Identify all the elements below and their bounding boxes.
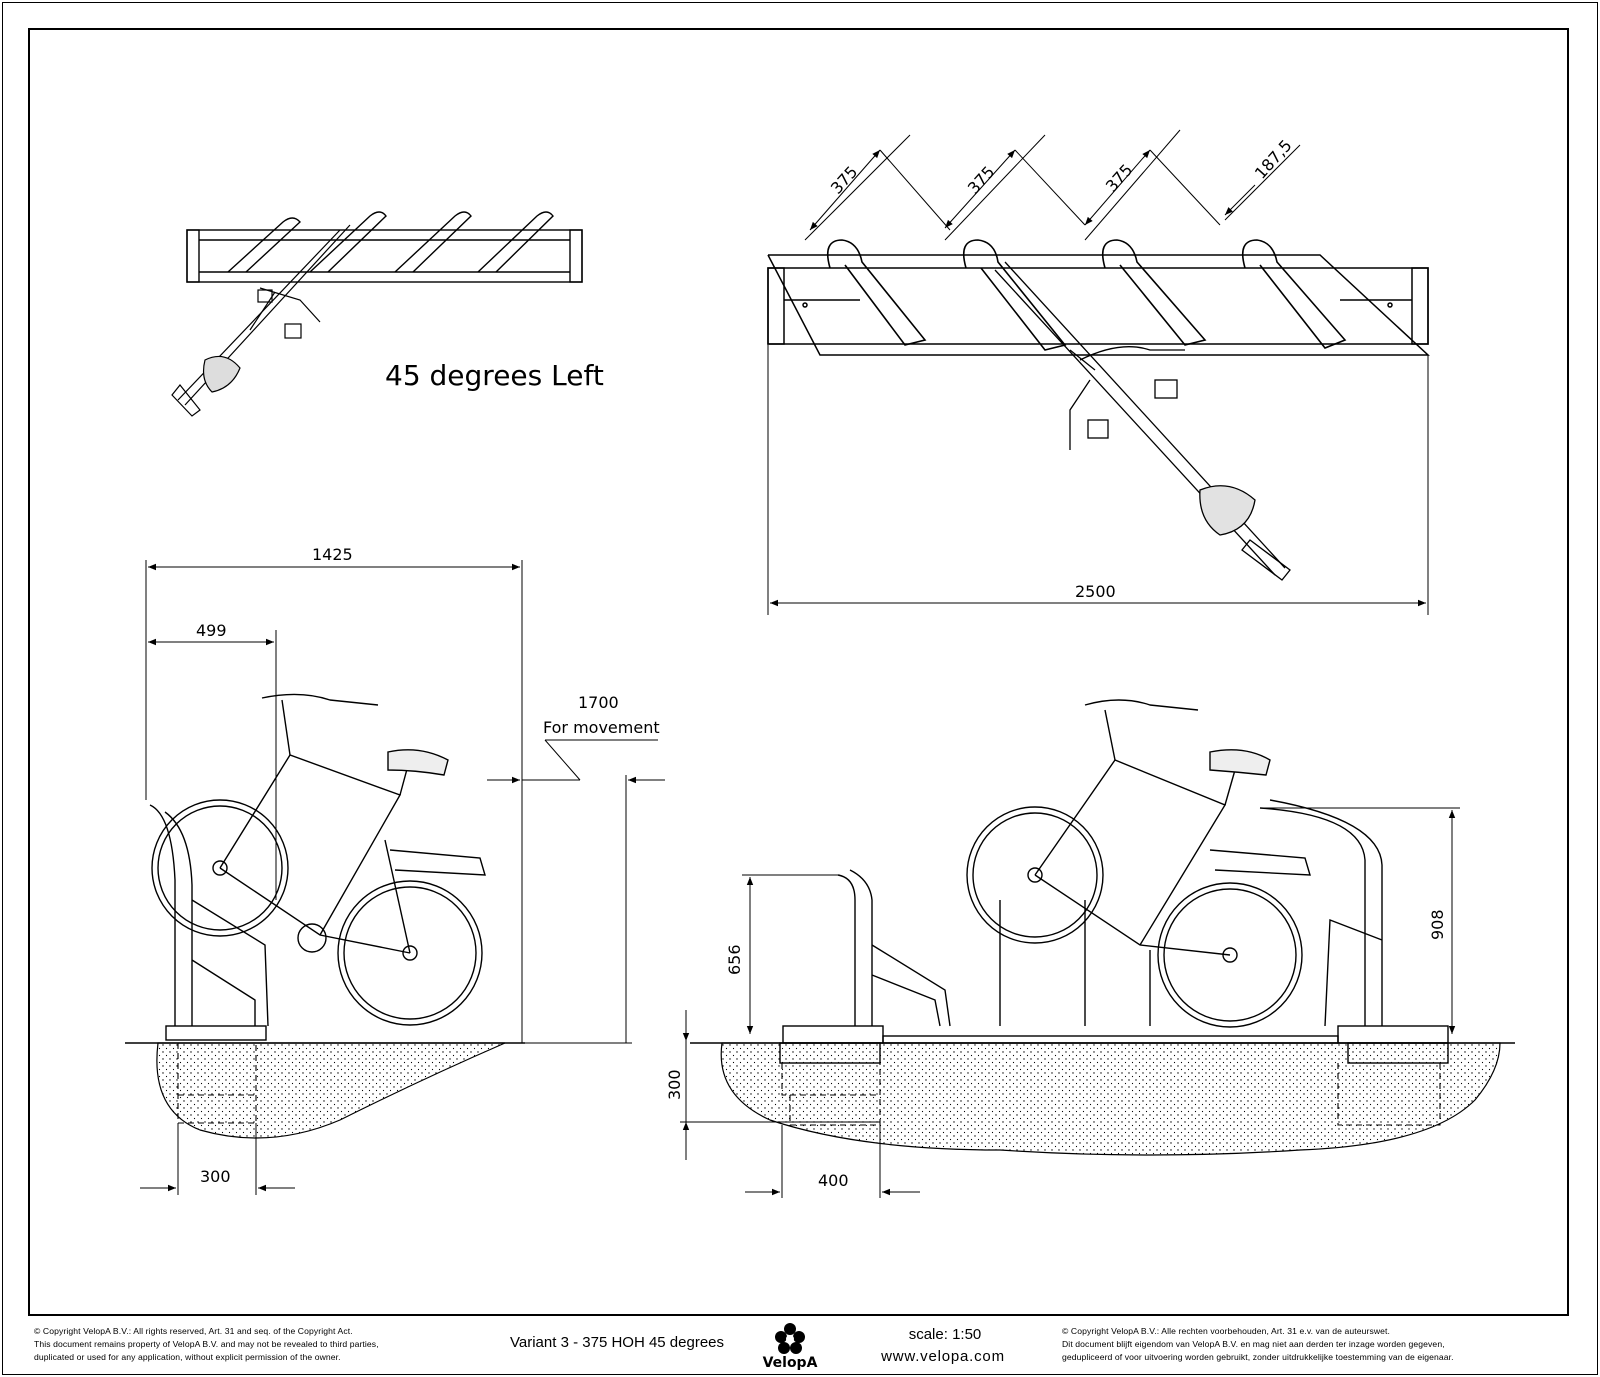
copyright-nl-line-3: gedupliceerd of voor uitvoering worden g… [1062,1352,1454,1362]
large-bicycle-plan [994,261,1291,581]
dim-high-rack-height: 908 [1428,909,1447,940]
plan-view-large [767,129,1430,615]
front-elevation [690,699,1515,1156]
variant-title: Variant 3 - 375 HOH 45 degrees [510,1334,725,1351]
dim-spacing-end: 187,5 [1251,136,1296,183]
angled-dimension-lines [804,129,1301,241]
drawing-frame [28,28,1569,1316]
plan-view-small [171,211,583,417]
velopa-logo-mark-icon [775,1323,805,1354]
dim-movement-value: 1700 [578,693,619,712]
dim-front-rack-height: 656 [725,944,744,975]
dim-rack-depth: 499 [196,621,227,640]
small-rack-loops [227,211,554,273]
front-elevation-dims [680,807,1460,1198]
dim-foundation-width-side: 300 [200,1167,231,1186]
website-link[interactable]: www.velopa.com [881,1348,1005,1365]
scale-label: scale: 1:50 [908,1326,982,1343]
copyright-dutch: © Copyright VelopA B.V.: Alle rechten vo… [1062,1325,1582,1364]
side-elevation-dims [140,560,665,1195]
dim-foundation-width-front: 400 [818,1171,849,1190]
velopa-logo-text: VelopA [762,1355,818,1371]
copyright-en-line-3: duplicated or used for any application, … [34,1352,341,1362]
dim-spacing-3: 375 [1102,160,1137,195]
copyright-en-line-1: © Copyright VelopA B.V.: All rights rese… [34,1326,353,1336]
copyright-english: © Copyright VelopA B.V.: All rights rese… [34,1325,484,1364]
view-label-45-left: 45 degrees Left [385,359,604,392]
dim-side-depth: 1425 [312,545,353,564]
copyright-nl-line-1: © Copyright VelopA B.V.: Alle rechten vo… [1062,1326,1391,1336]
dim-foundation-depth: 300 [665,1069,684,1100]
dim-movement-label: For movement [543,718,660,737]
dim-spacing-1: 375 [827,162,862,197]
dim-spacing-2: 375 [964,162,999,197]
large-rack-loops [826,239,1347,351]
side-elevation [125,693,525,1139]
copyright-en-line-2: This document remains property of VelopA… [34,1339,379,1349]
velopa-logo: VelopA [760,1321,820,1373]
copyright-nl-line-2: Dit document blijft eigendom van VelopA … [1062,1339,1445,1349]
title-block: © Copyright VelopA B.V.: All rights rese… [0,1318,1600,1376]
small-bicycle-plan [171,224,351,417]
dim-overall-length: 2500 [1075,582,1116,601]
